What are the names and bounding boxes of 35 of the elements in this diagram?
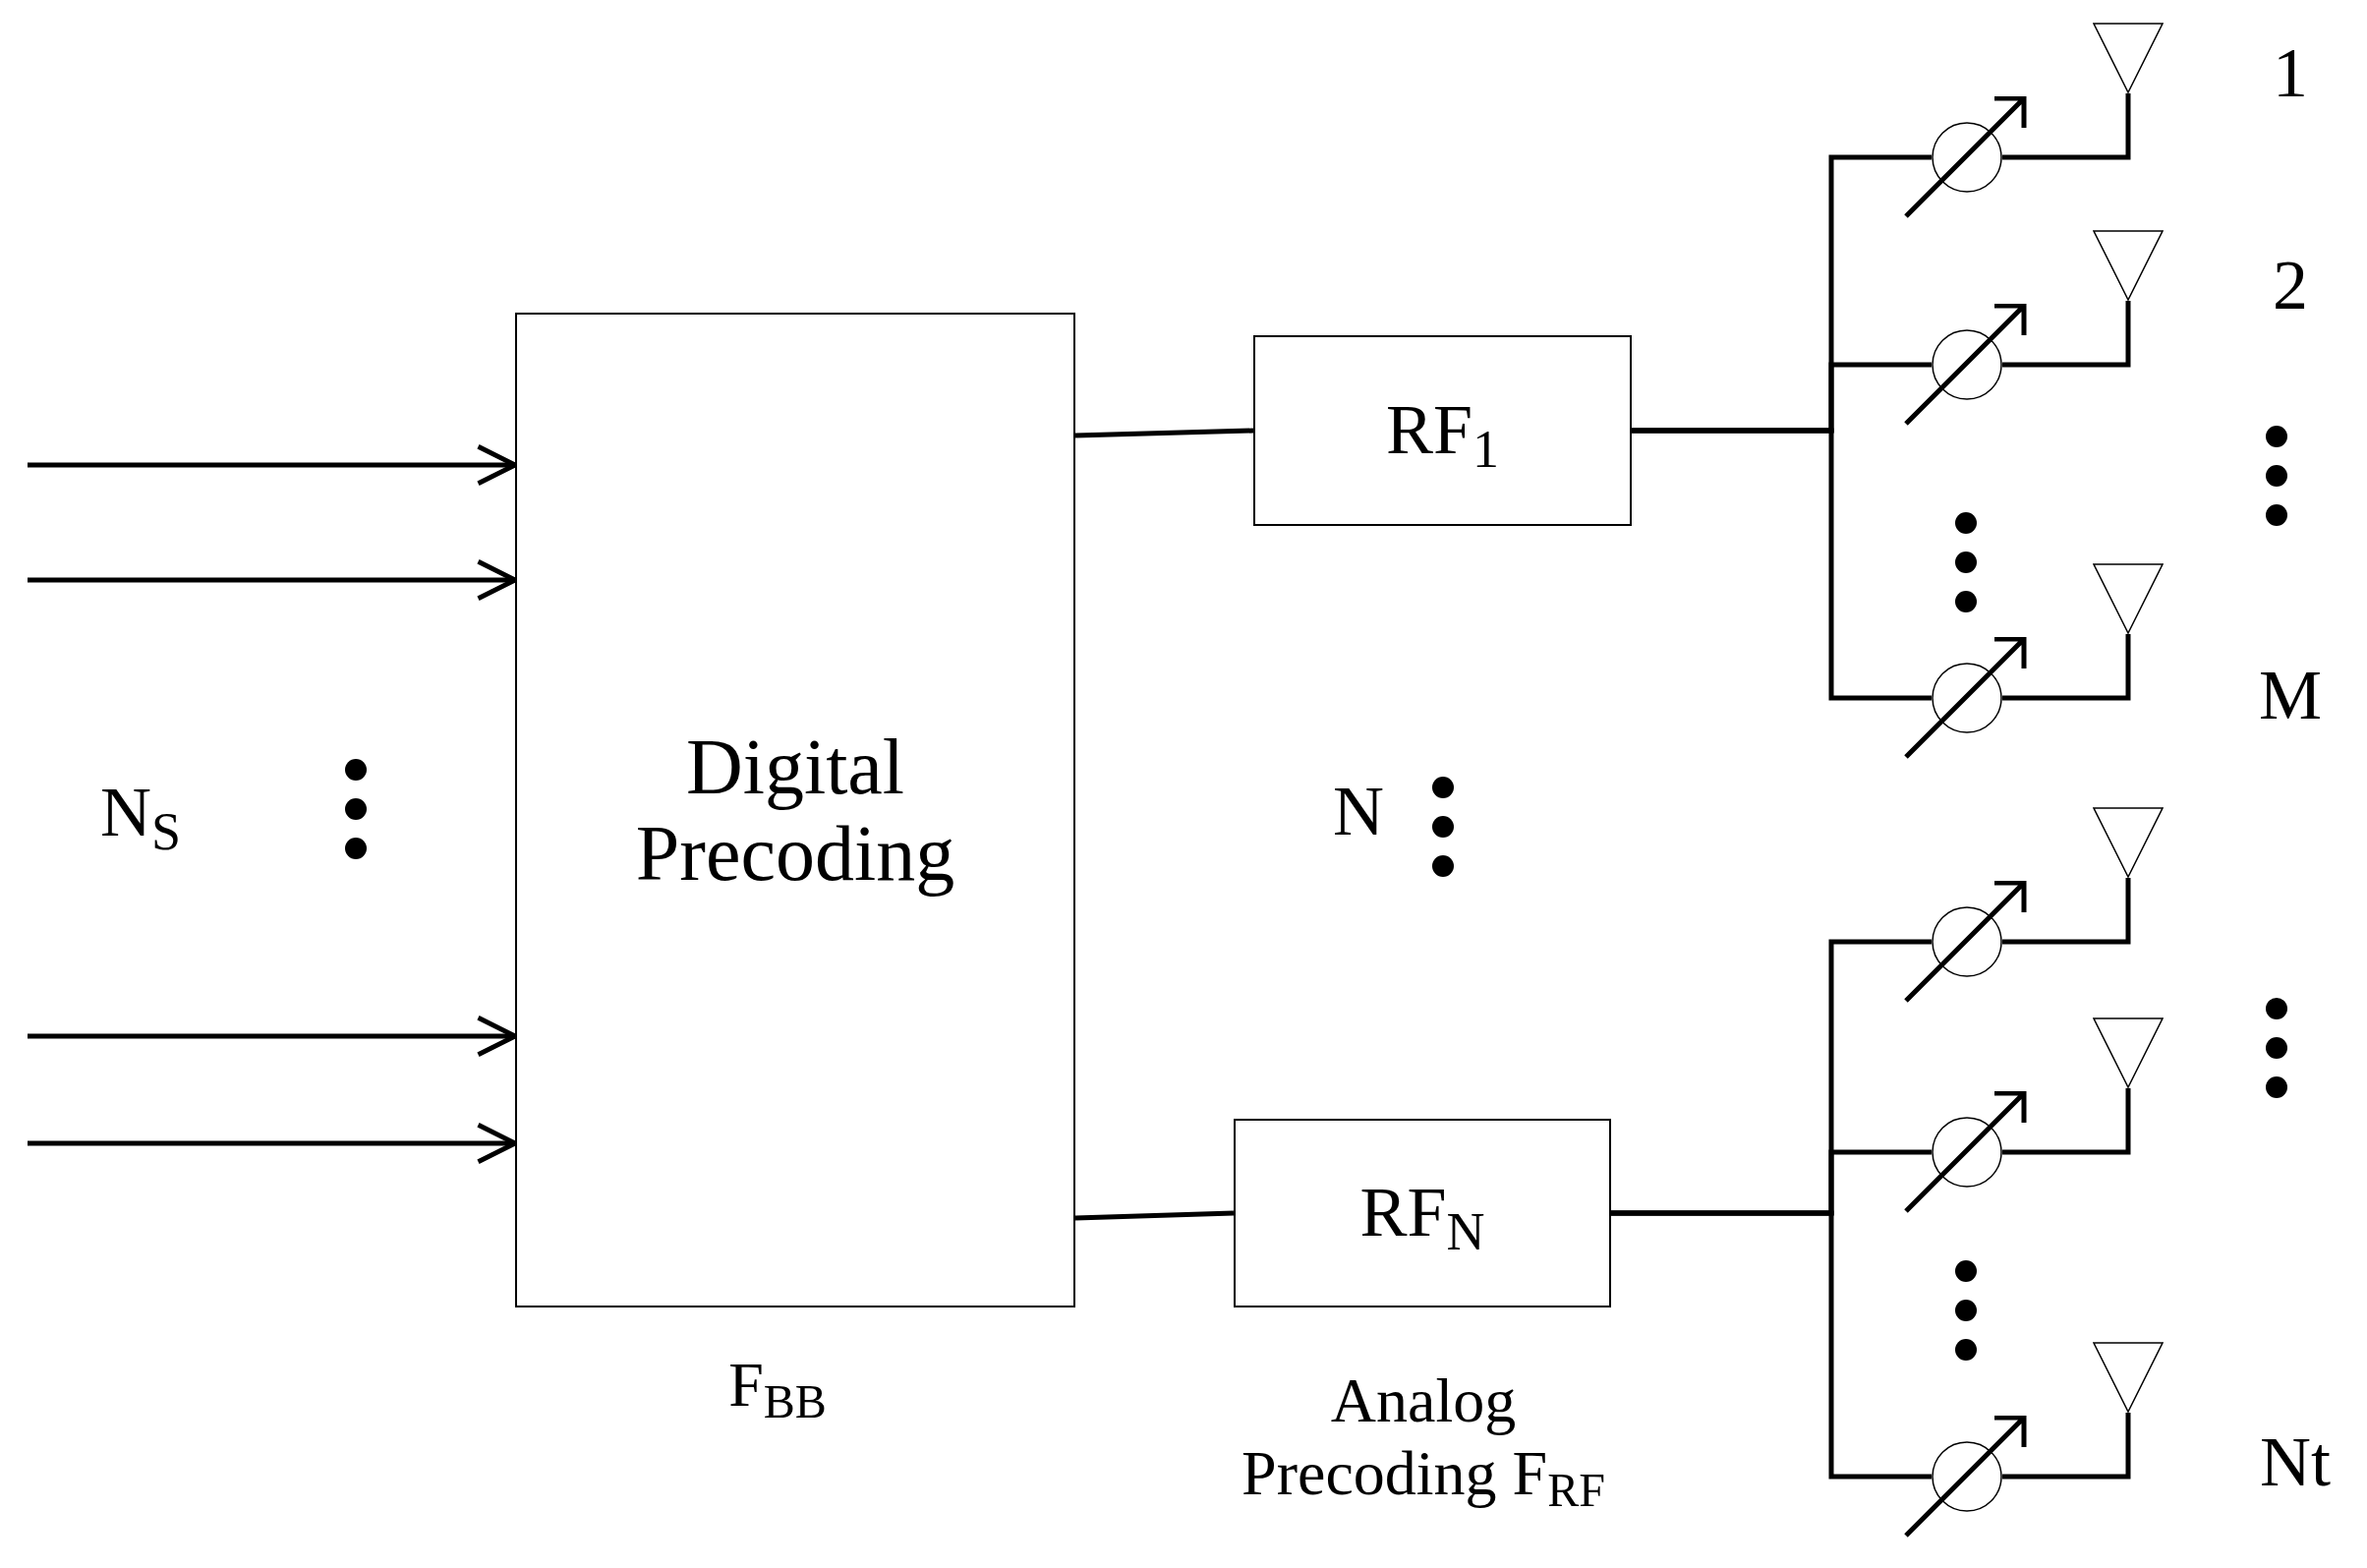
- box-label: Digital Precoding: [634, 724, 956, 897]
- antenna-symbol: [2093, 230, 2164, 301]
- antenna-symbol: [2093, 23, 2164, 93]
- connector-line: [2002, 1088, 2131, 1155]
- connector-line: [2002, 301, 2131, 368]
- antenna-symbol: [2093, 1342, 2164, 1413]
- connector-line: [2002, 1413, 2131, 1480]
- connector-line: [2002, 634, 2131, 701]
- box-caption: F$_{BB}$: [727, 1349, 828, 1422]
- phase-shifter-symbol: [1932, 1117, 2002, 1188]
- box-label: RF$_{1}$: [1385, 391, 1500, 470]
- phase-shifter-symbol: [1932, 906, 2002, 977]
- text-label: Nt: [2260, 1426, 2331, 1497]
- text-label: N: [1333, 776, 1384, 846]
- antenna-symbol: [2093, 807, 2164, 878]
- text-label: M: [2259, 660, 2322, 730]
- box-caption: Analog Precoding F$_{RF}$: [1241, 1365, 1606, 1510]
- phase-shifter-symbol: [1932, 663, 2002, 733]
- connector-line: [1074, 428, 1254, 438]
- box-label: RF$_{N}$: [1359, 1174, 1485, 1252]
- connector-line: [1611, 1210, 1932, 1480]
- connector-line: [2002, 878, 2131, 945]
- antenna-symbol: [2093, 1017, 2164, 1088]
- connector-line: [1074, 1210, 1235, 1221]
- phase-shifter-symbol: [1932, 1441, 2002, 1512]
- connector-line: [1632, 428, 1932, 701]
- phase-shifter-symbol: [1932, 329, 2002, 400]
- process-box: [515, 313, 1075, 1307]
- text-label: 2: [2273, 250, 2308, 320]
- rf-chain-box: [1234, 1119, 1611, 1307]
- antenna-symbol: [2093, 563, 2164, 634]
- rf-chain-box: [1253, 335, 1632, 526]
- text-label: 1: [2273, 37, 2308, 108]
- phase-shifter-symbol: [1932, 122, 2002, 193]
- connector-line: [2002, 93, 2131, 160]
